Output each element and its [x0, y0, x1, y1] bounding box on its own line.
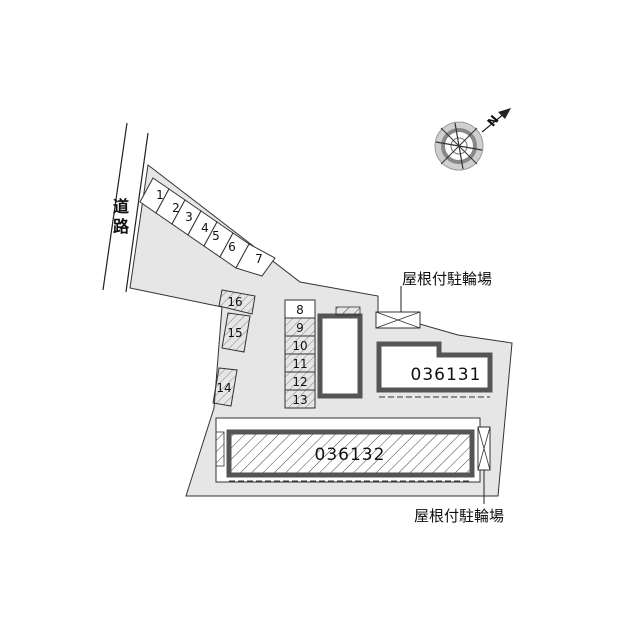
bicycle-parking-label-upper: 屋根付駐輪場 — [402, 270, 492, 288]
north-label: N — [484, 113, 501, 130]
slot-label: 15 — [227, 326, 242, 340]
slot-label: 14 — [216, 381, 231, 395]
slot-label: 1 — [156, 188, 164, 202]
road-edge-left — [102, 122, 128, 291]
slot-label: 8 — [296, 303, 304, 317]
north-arrow-line — [481, 112, 506, 133]
slot-label: 10 — [292, 339, 307, 353]
building-036132-stairs — [215, 431, 225, 467]
compass-rose — [434, 121, 484, 171]
building-036131 — [376, 341, 493, 393]
tall-building — [317, 313, 363, 399]
tall-building-stairs — [335, 306, 361, 316]
parking-slot — [212, 367, 238, 407]
bicycle-parking-cross — [477, 426, 491, 471]
slot-label: 2 — [172, 201, 180, 215]
parking-slot — [218, 289, 256, 315]
parking-slot — [284, 389, 316, 409]
slot-label: 12 — [292, 375, 307, 389]
slot-label: 16 — [227, 295, 242, 309]
road-label-bottom: 路 — [113, 217, 130, 236]
slot-label: 13 — [292, 393, 307, 407]
slot-label: 3 — [185, 210, 193, 224]
building-036132-label: 036132 — [315, 445, 386, 465]
top-row-parking — [139, 177, 276, 277]
building-036132 — [226, 429, 475, 478]
slot-label: 4 — [201, 221, 209, 235]
slot-label: 7 — [255, 252, 263, 266]
parking-slot — [221, 312, 251, 353]
parking-slot — [235, 243, 276, 277]
bicycle-parking-cross — [375, 311, 421, 329]
center-column-parking — [284, 299, 316, 409]
road-label-top: 道 — [113, 197, 129, 216]
slot-label: 6 — [228, 240, 236, 254]
slot-label: 5 — [212, 229, 220, 243]
building-036131-label: 036131 — [411, 365, 482, 385]
road-edge-right — [125, 132, 149, 293]
bicycle-parking-label-lower: 屋根付駐輪場 — [414, 507, 504, 525]
slot-label: 11 — [292, 357, 307, 371]
slot-label: 9 — [296, 321, 304, 335]
